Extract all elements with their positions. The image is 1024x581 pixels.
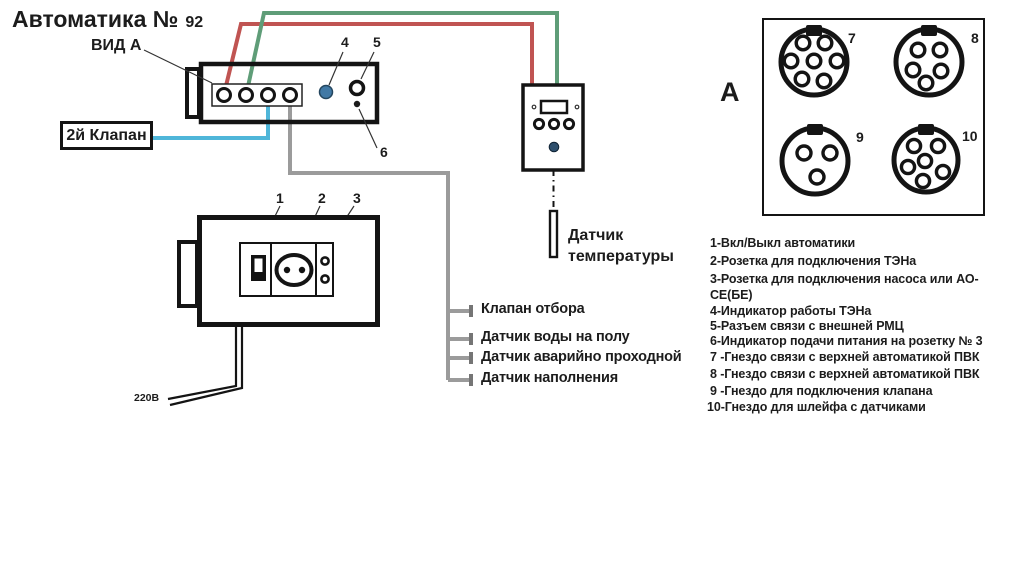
- view-a-letter: А: [720, 77, 740, 107]
- legend-line: 7 -Гнездо связи с верхней автоматикой ПВ…: [710, 350, 980, 364]
- rmc-link-socket: [348, 79, 366, 97]
- remote-button-2: [547, 117, 561, 131]
- main-unit-box: [198, 61, 380, 125]
- leader-vid-a: [143, 49, 213, 84]
- terminal-2: [238, 87, 254, 103]
- heater-socket: [274, 253, 314, 287]
- terminal-4: [282, 87, 298, 103]
- legend-line: 9 -Гнездо для подключения клапана: [710, 384, 933, 398]
- terminal-3: [260, 87, 276, 103]
- power-indicator-dot: [353, 100, 361, 108]
- callout-4: 4: [341, 34, 349, 50]
- legend-line: 10-Гнездо для шлейфа с датчиками: [707, 400, 926, 414]
- wire-branch-label: Датчик воды на полу: [481, 329, 630, 345]
- wire-branch-label: Клапан отбора: [481, 301, 585, 317]
- power-220v-wires: [167, 327, 244, 407]
- remote-button-1: [532, 117, 546, 131]
- legend-line: СЕ(БЕ): [710, 288, 753, 302]
- callout-3: 3: [353, 190, 361, 206]
- remote-display: [539, 99, 569, 115]
- callout-7: 7: [848, 30, 856, 46]
- bottom-unit-tab: [177, 240, 199, 308]
- legend-line: 4-Индикатор работы ТЭНа: [710, 304, 872, 318]
- legend-line: 5-Разъем связи с внешней РМЦ: [710, 319, 904, 333]
- valve2-box: 2й Клапан: [60, 121, 153, 150]
- blue-wire: [152, 96, 270, 140]
- power-switch-window: [254, 258, 263, 272]
- callout-8: 8: [971, 30, 979, 46]
- remote-button-3: [562, 117, 576, 131]
- wire-branch-label: Датчик аварийно проходной: [481, 349, 682, 365]
- page-title-text: Автоматика №: [12, 6, 179, 32]
- legend-line: 6-Индикатор подачи питания на розетку № …: [710, 334, 983, 348]
- callout-6: 6: [380, 144, 388, 160]
- red-wire: [223, 22, 534, 91]
- connector-10: [891, 124, 961, 195]
- page-title: Автоматика № 92: [12, 6, 203, 33]
- temp-sensor-label: Датчик температуры: [568, 227, 674, 265]
- terminal-1: [216, 87, 232, 103]
- remote-screw-right: [574, 104, 580, 110]
- page-title-number: 92: [185, 14, 204, 31]
- connector-8-key-notch: [921, 25, 937, 36]
- remote-blue-button: [548, 141, 560, 153]
- connector-10-key-notch: [918, 124, 934, 135]
- legend-line: 3-Розетка для подключения насоса или АО-: [710, 272, 979, 286]
- callout-1: 1: [276, 190, 284, 206]
- socket-hole-right: [298, 266, 306, 274]
- callout-10: 10: [962, 128, 978, 144]
- leader-6: [358, 108, 378, 149]
- connector-8: [893, 25, 965, 98]
- temperature-probe: [548, 209, 559, 259]
- legend-line: 8 -Гнездо связи с верхней автоматикой ПВ…: [710, 367, 980, 381]
- socket-hole-left: [283, 266, 291, 274]
- leader-4: [328, 51, 344, 86]
- pump-socket-hole-top: [320, 256, 330, 266]
- connector-7: [778, 25, 850, 98]
- connector-9-key-notch: [807, 124, 823, 135]
- heater-indicator-led: [318, 84, 334, 100]
- connector-9: [779, 124, 851, 197]
- green-wire: [245, 11, 559, 92]
- leader-5: [360, 51, 375, 80]
- connector-7-key-notch: [806, 25, 822, 36]
- remote-screw-left: [531, 104, 537, 110]
- main-unit-terminal-strip: [211, 83, 303, 107]
- callout-2: 2: [318, 190, 326, 206]
- power-220v-label: 220В: [134, 392, 160, 404]
- view-a-label: ВИД А: [91, 37, 142, 54]
- wire-branch-label: Датчик наполнения: [481, 370, 618, 386]
- legend-line: 1-Вкл/Выкл автоматики: [710, 236, 856, 250]
- legend-line: 2-Розетка для подключения ТЭНа: [710, 254, 917, 268]
- callout-5: 5: [373, 34, 381, 50]
- pump-socket-hole-bottom: [320, 274, 330, 284]
- callout-9: 9: [856, 129, 864, 145]
- panel-dividers: [270, 243, 317, 296]
- valve2-label: 2й Клапан: [66, 126, 147, 144]
- gray-sensor-loom-wire: [288, 96, 470, 382]
